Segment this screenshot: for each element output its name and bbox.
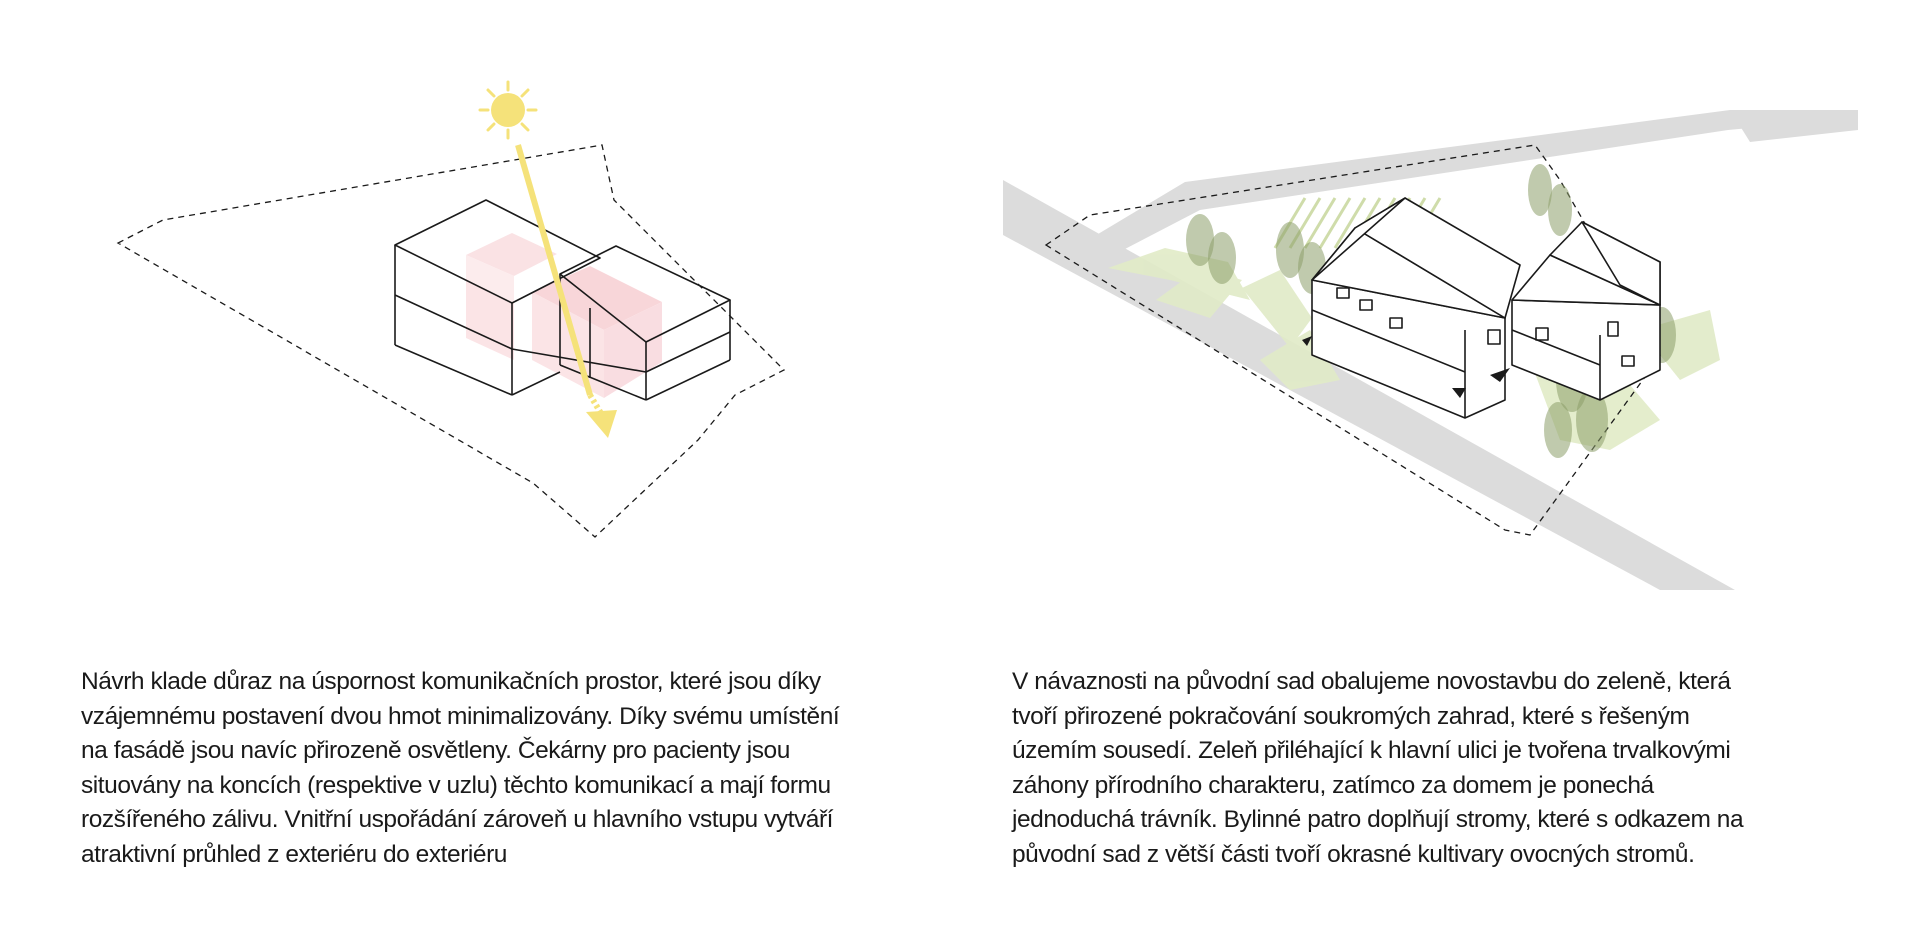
right-caption: V návaznosti na původní sad obalujeme no… — [1012, 665, 1872, 872]
caption-line: územím sousedí. Zeleň přiléhající k hlav… — [1012, 737, 1731, 764]
massing-diagram — [116, 80, 786, 538]
building-mass-1 — [394, 199, 601, 396]
caption-line: původní sad z větší části tvoří okrasné … — [1012, 840, 1695, 868]
caption-line: záhony přírodního charakteru, zatímco za… — [1012, 771, 1654, 799]
building-mass-2 — [511, 245, 731, 401]
caption-line: vzájemnému postavení dvou hmot minimaliz… — [81, 702, 840, 730]
caption-line: Návrh klade důraz na úspornost komunikač… — [81, 668, 821, 695]
site-diagram — [1003, 110, 1858, 590]
right-panel: V návaznosti na původní sad obalujeme no… — [960, 0, 1920, 947]
left-panel: Návrh klade důraz na úspornost komunikač… — [81, 80, 941, 872]
road-right — [1730, 110, 1858, 142]
site-boundary — [1044, 144, 1661, 536]
caption-line: na fasádě jsou navíc přirozeně osvětleny… — [81, 737, 790, 764]
caption-line: jednoduchá trávník. Bylinné patro doplňu… — [1012, 806, 1744, 833]
caption-line: V návaznosti na původní sad obalujeme no… — [1012, 668, 1731, 695]
entrance-arrows — [1302, 336, 1510, 398]
building-1 — [1311, 197, 1521, 419]
caption-line: rozšířeného zálivu. Vnitřní uspořádání z… — [81, 806, 834, 833]
sun-arrow — [515, 144, 617, 438]
caption-line: situovány na koncích (respektive v uzlu)… — [81, 771, 831, 799]
caption-line: tvoří přirozené pokračování soukromých z… — [1012, 702, 1690, 730]
building-2 — [1511, 221, 1661, 401]
left-caption: Návrh klade důraz na úspornost komunikač… — [81, 665, 941, 872]
site-boundary — [116, 144, 786, 538]
sun-icon — [478, 80, 538, 140]
caption-line: atraktivní průhled z exteriéru do exteri… — [81, 840, 507, 868]
